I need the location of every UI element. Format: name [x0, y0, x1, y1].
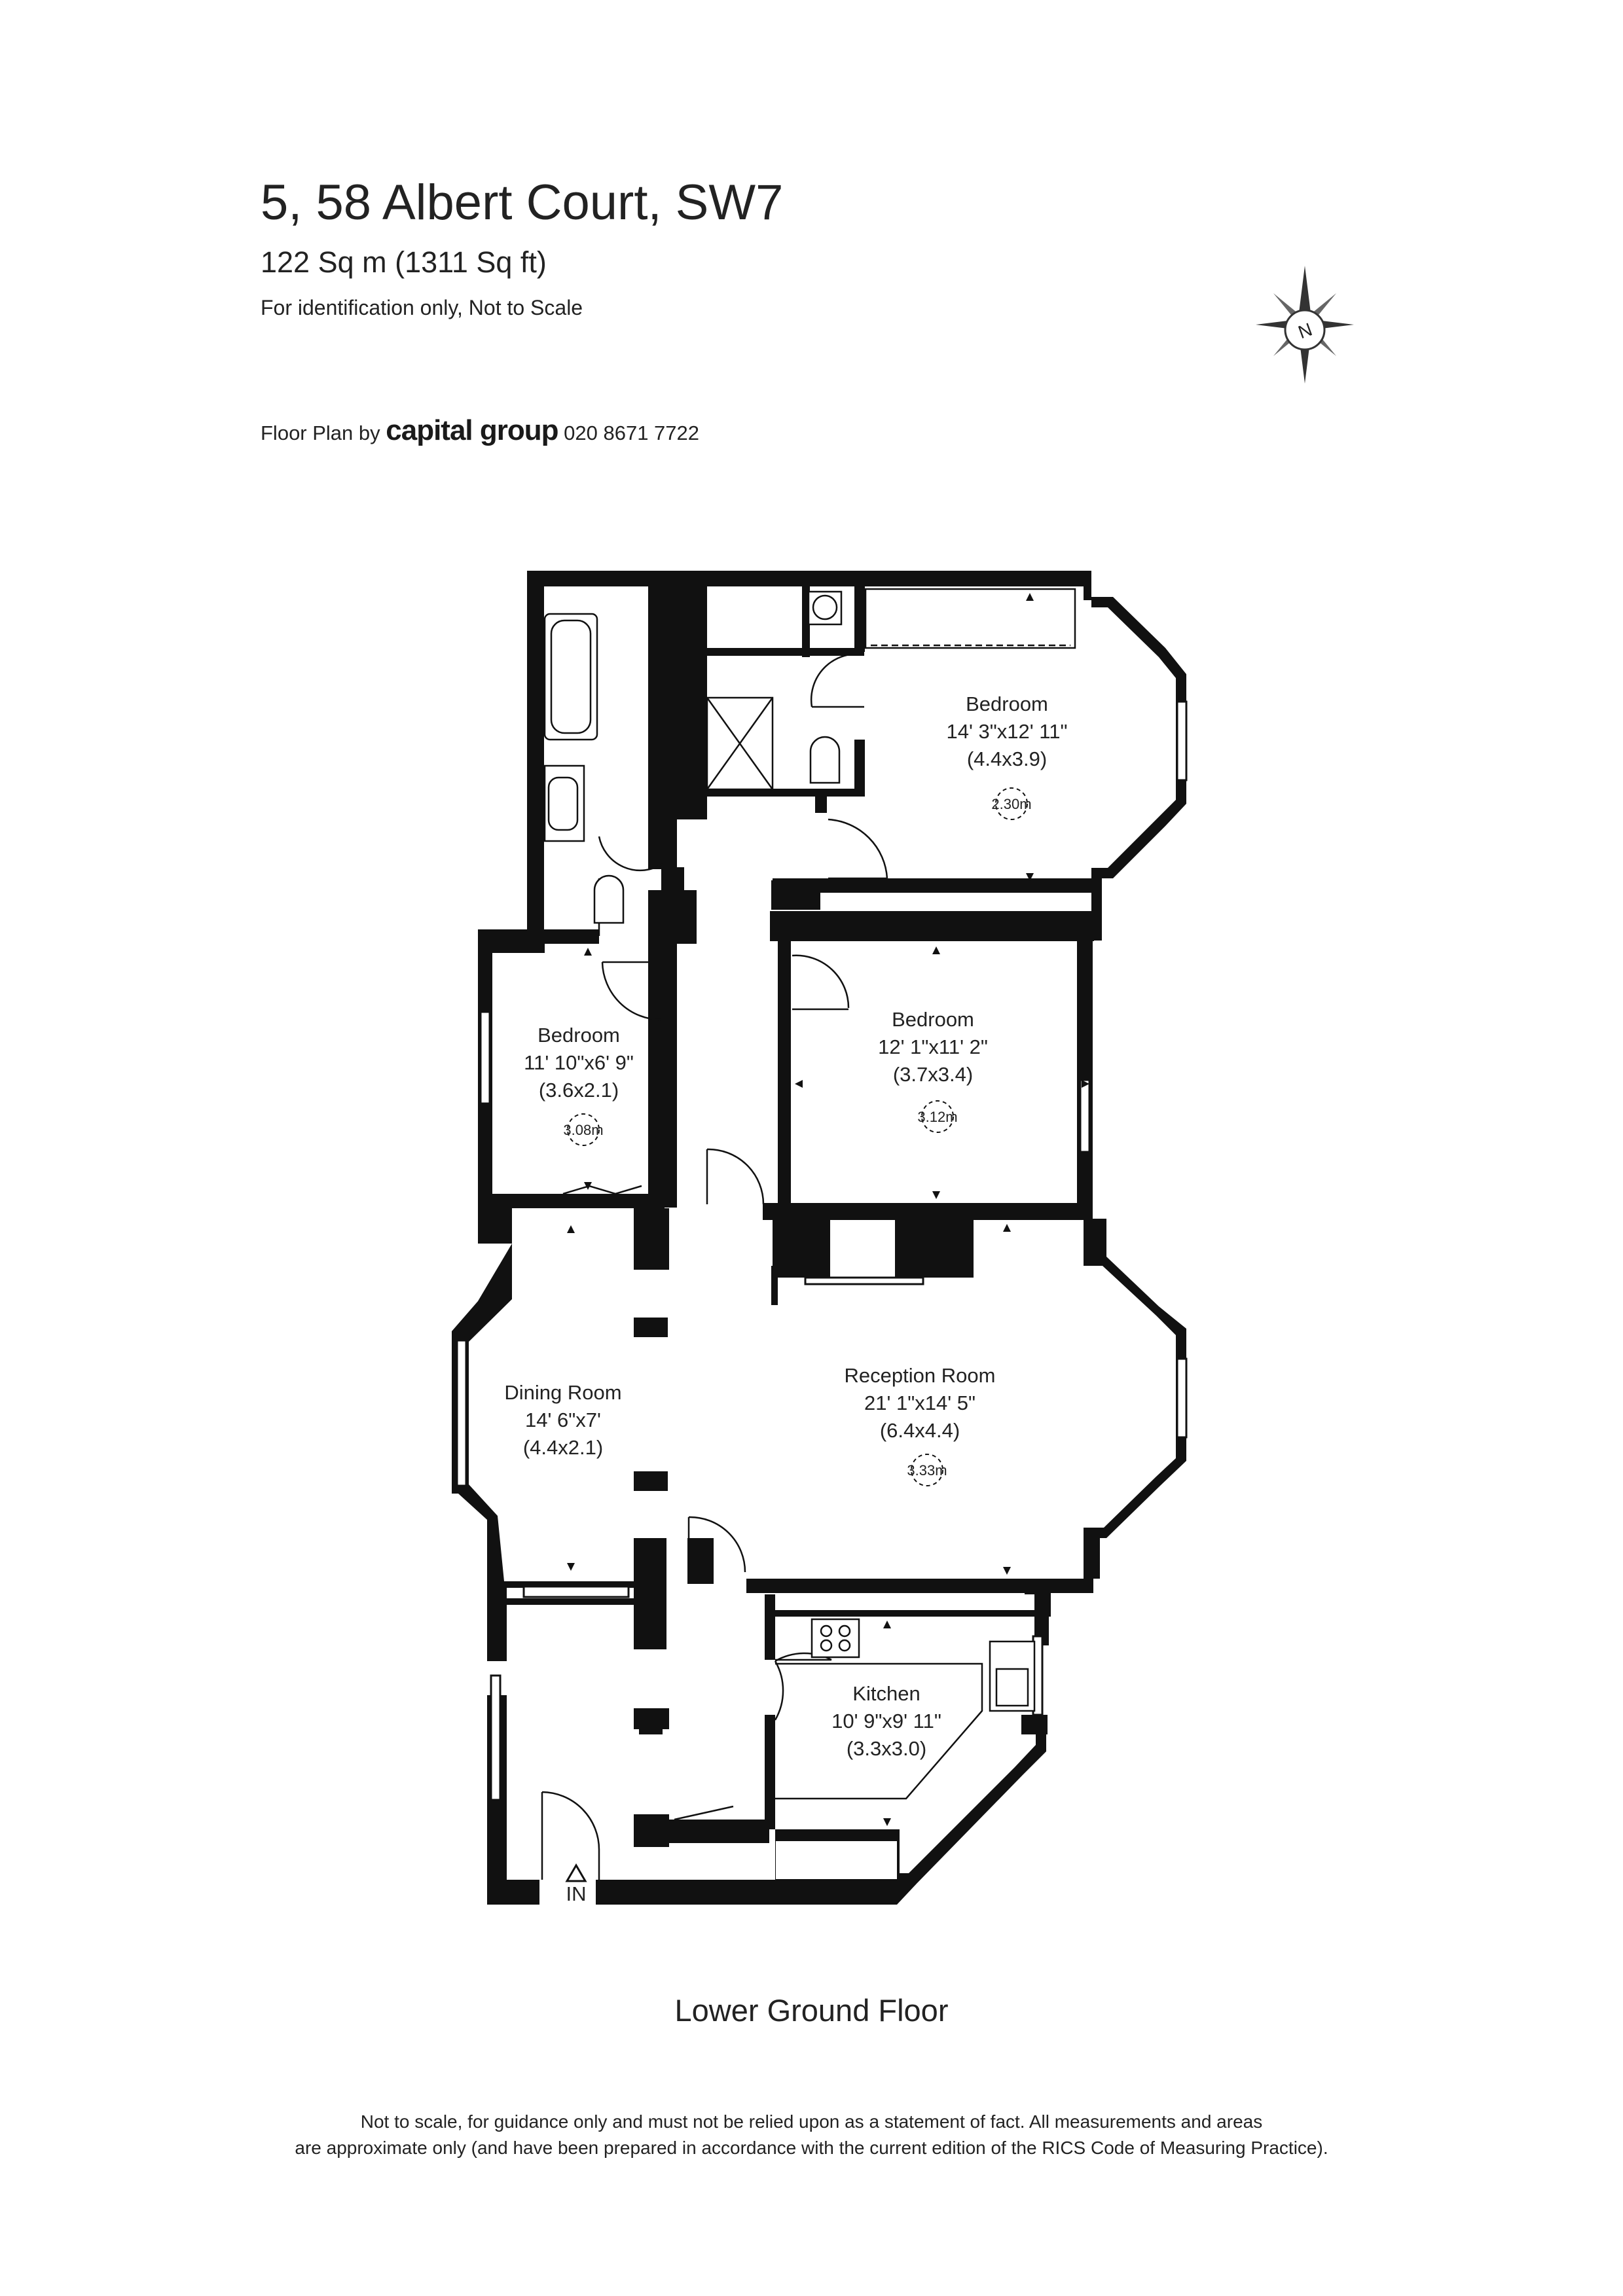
floor-plan-credit: Floor Plan by capital group 020 8671 772…	[261, 416, 699, 445]
walls	[452, 571, 1186, 1905]
identification-note: For identification only, Not to Scale	[261, 296, 583, 319]
room-dimensions-metric: (4.4x3.9)	[967, 747, 1047, 770]
room-dimensions-imperial: 12' 1"x11' 2"	[878, 1035, 988, 1058]
room-bedroom-2: Bedroom 12' 1"x11' 2" (3.7x3.4) 3.12m	[878, 1008, 988, 1125]
windows	[456, 700, 1188, 1801]
property-area: 122 Sq m (1311 Sq ft)	[261, 245, 547, 279]
ceiling-height: 2.30m	[991, 796, 1031, 812]
room-kitchen: Kitchen 10' 9"x9' 11" (3.3x3.0)	[831, 1682, 941, 1760]
disclaimer-line-1: Not to scale, for guidance only and must…	[360, 2111, 1263, 2132]
disclaimer-line-2: are approximate only (and have been prep…	[295, 2138, 1328, 2158]
hob-icon	[811, 1618, 860, 1659]
room-dimensions-metric: (3.6x2.1)	[539, 1079, 619, 1102]
fixtures	[543, 588, 1076, 1800]
ceiling-height: 3.33m	[907, 1462, 947, 1479]
room-name: Dining Room	[504, 1381, 621, 1404]
room-name: Bedroom	[538, 1024, 620, 1047]
toilet-icon	[809, 736, 841, 784]
floor-label: Lower Ground Floor	[674, 1993, 949, 2028]
measurement-markers	[567, 593, 1089, 1826]
room-name: Bedroom	[892, 1008, 974, 1031]
disclaimer: Not to scale, for guidance only and must…	[0, 2109, 1623, 2161]
ceiling-height: 3.12m	[917, 1109, 957, 1125]
room-name: Bedroom	[966, 692, 1048, 715]
room-dimensions-imperial: 14' 6"x7'	[525, 1408, 601, 1431]
room-name: Reception Room	[845, 1364, 996, 1387]
room-bedroom-3: Bedroom 11' 10"x6' 9" (3.6x2.1) 3.08m	[524, 1024, 634, 1138]
wardrobe-rail	[864, 588, 1076, 649]
entrance-label: IN	[566, 1882, 587, 1905]
entrance-marker: IN	[565, 1863, 587, 1905]
room-bedroom-1: Bedroom 14' 3"x12' 11" (4.4x3.9) 2.30m	[947, 692, 1068, 812]
room-dimensions-metric: (3.7x3.4)	[893, 1063, 973, 1086]
room-dimensions-imperial: 14' 3"x12' 11"	[947, 720, 1068, 743]
ceiling-height: 3.08m	[563, 1122, 603, 1138]
brand-logo: capital group	[386, 414, 558, 446]
room-dimensions-metric: (4.4x2.1)	[523, 1436, 603, 1459]
ceiling-height-markers	[567, 787, 1028, 1486]
doors	[541, 653, 888, 1880]
room-dining: Dining Room 14' 6"x7' (4.4x2.1)	[504, 1381, 621, 1459]
entrance-arrow-icon	[565, 1863, 587, 1882]
room-dimensions-metric: (6.4x4.4)	[880, 1419, 960, 1442]
room-dimensions-imperial: 11' 10"x6' 9"	[524, 1051, 634, 1074]
room-dimensions-metric: (3.3x3.0)	[847, 1737, 926, 1760]
toilet-icon	[593, 874, 625, 924]
room-reception: Reception Room 21' 1"x14' 5" (6.4x4.4) 3…	[845, 1364, 996, 1479]
room-dimensions-imperial: 10' 9"x9' 11"	[831, 1710, 941, 1732]
credit-prefix: Floor Plan by	[261, 422, 380, 444]
room-name: Kitchen	[852, 1682, 920, 1705]
credit-phone: 020 8671 7722	[564, 422, 700, 444]
kitchen-worktop	[775, 1662, 983, 1800]
compass-icon: N	[1256, 266, 1354, 384]
room-dimensions-imperial: 21' 1"x14' 5"	[864, 1391, 976, 1414]
property-title: 5, 58 Albert Court, SW7	[261, 175, 784, 230]
